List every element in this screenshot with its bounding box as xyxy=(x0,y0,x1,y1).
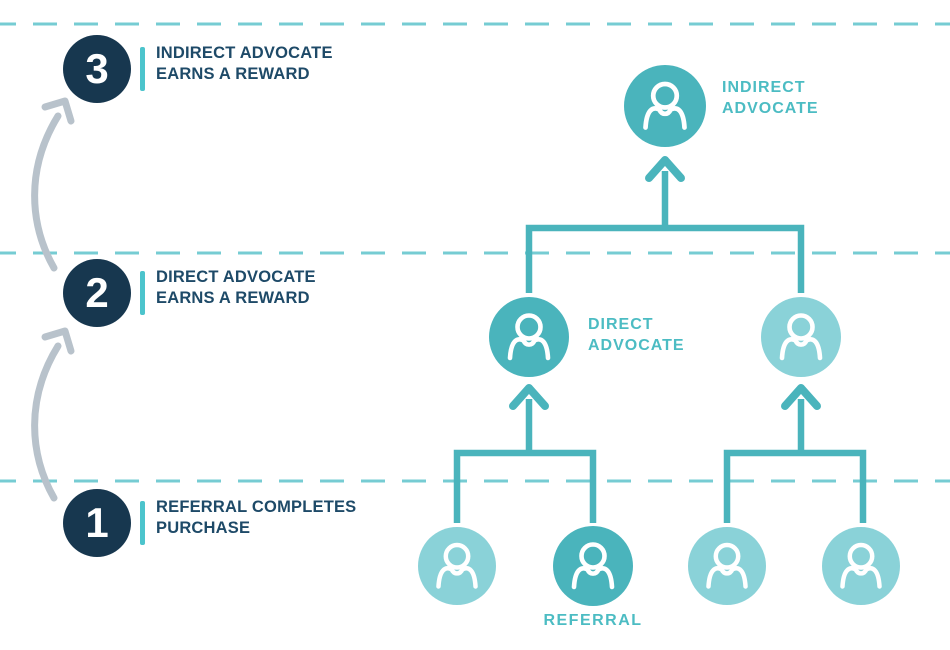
step-number: 2 xyxy=(85,269,109,316)
step-2-accent-bar xyxy=(140,271,145,315)
person-icon xyxy=(779,313,823,361)
connector-referrals-to-peer xyxy=(723,384,867,523)
step-3-badge: 3 xyxy=(63,35,131,103)
up-arrow-icon xyxy=(509,384,549,410)
step-label-line: INDIRECT ADVOCATE xyxy=(156,44,333,62)
step-3-accent-bar xyxy=(140,47,145,91)
connector-direct-to-indirect xyxy=(525,156,805,293)
curved-arrow-step2-to-step3-icon xyxy=(31,97,75,272)
direct-advocate-avatar xyxy=(489,297,569,377)
direct-advocate-label: DIRECT ADVOCATE xyxy=(588,314,685,356)
tree-label-line: ADVOCATE xyxy=(588,337,685,354)
step-number: 1 xyxy=(85,499,109,546)
referral-avatar-4 xyxy=(822,527,900,605)
indirect-advocate-label: INDIRECT ADVOCATE xyxy=(722,77,819,119)
step-label-line: PURCHASE xyxy=(156,519,251,537)
up-arrow-icon xyxy=(645,156,685,182)
up-arrow-icon xyxy=(781,384,821,410)
connector-referrals-to-direct xyxy=(453,384,597,523)
person-icon xyxy=(571,542,615,590)
step-label-line: EARNS A REWARD xyxy=(156,65,310,83)
person-icon xyxy=(643,81,687,130)
person-icon xyxy=(507,313,551,361)
step-label-line: DIRECT ADVOCATE xyxy=(156,268,316,286)
step-1-accent-bar xyxy=(140,501,145,545)
step-3-label: INDIRECT ADVOCATE EARNS A REWARD xyxy=(156,43,333,85)
tree-label-line: ADVOCATE xyxy=(722,100,819,117)
referral-avatar-3 xyxy=(688,527,766,605)
referral-avatar-1 xyxy=(418,527,496,605)
referral-avatar-highlighted xyxy=(553,526,633,606)
step-2-badge: 2 xyxy=(63,259,131,327)
step-2-label: DIRECT ADVOCATE EARNS A REWARD xyxy=(156,267,316,309)
step-label-line: EARNS A REWARD xyxy=(156,289,310,307)
step-1-label: REFERRAL COMPLETES PURCHASE xyxy=(156,497,356,539)
person-icon xyxy=(840,542,882,589)
person-icon xyxy=(436,542,478,589)
step-1-badge: 1 xyxy=(63,489,131,557)
person-icon xyxy=(706,542,748,589)
curved-arrow-step1-to-step2-icon xyxy=(31,327,75,502)
peer-advocate-avatar xyxy=(761,297,841,377)
referral-label: REFERRAL xyxy=(543,612,643,629)
tree-label-line: INDIRECT xyxy=(722,79,806,96)
indirect-advocate-avatar xyxy=(624,65,706,147)
step-number: 3 xyxy=(85,45,109,92)
tree-label-line: DIRECT xyxy=(588,316,654,333)
step-label-line: REFERRAL COMPLETES xyxy=(156,498,357,516)
